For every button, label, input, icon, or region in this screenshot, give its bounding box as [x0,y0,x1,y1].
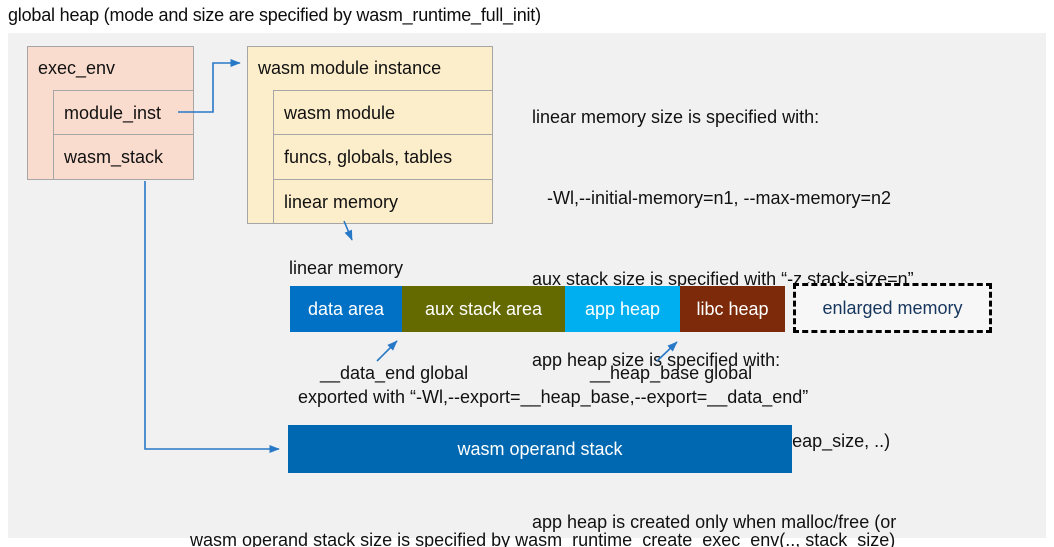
module-instance-row-linear-memory: linear memory [273,179,493,224]
annotation-export-line: exported with “-Wl,--export=__heap_base,… [298,387,809,407]
enlarged-memory-box: enlarged memory [793,283,992,333]
note-line: -Wl,--initial-memory=n1, --max-memory=n2 [532,188,892,208]
segment-app-heap: app heap [565,286,680,332]
module-instance-row-wasm-module: wasm module [273,90,493,135]
module-instance-row-funcs-globals-tables: funcs, globals, tables [273,134,493,180]
note-line: linear memory size is specified with: [532,107,820,127]
note-line: app heap size is specified with: [532,350,781,370]
annotation-data-end: __data_end global [320,363,469,383]
segment-aux-stack-area: aux stack area [402,286,565,332]
segment-data-area: data area [290,286,402,332]
module-instance-header: wasm module instance [258,58,442,78]
exec-env-row-wasm-stack: wasm_stack [53,134,194,180]
note-line: wasm operand stack size is specified by … [190,530,896,547]
exec-env-row-module-inst: module_inst [53,90,194,135]
segment-libc-heap: libc heap [680,286,785,332]
page-title: global heap (mode and size are specified… [8,5,541,25]
linear-memory-label: linear memory [289,258,404,278]
notes-bottom: wasm operand stack size is specified by … [190,483,895,547]
note-line: app heap is created only when malloc/fre… [532,512,897,532]
operand-stack-box: wasm operand stack [288,425,792,473]
notes-right: linear memory size is specified with: -W… [532,50,914,547]
exec-env-header: exec_env [38,58,116,78]
annotation-heap-base: __heap_base global [590,363,753,383]
